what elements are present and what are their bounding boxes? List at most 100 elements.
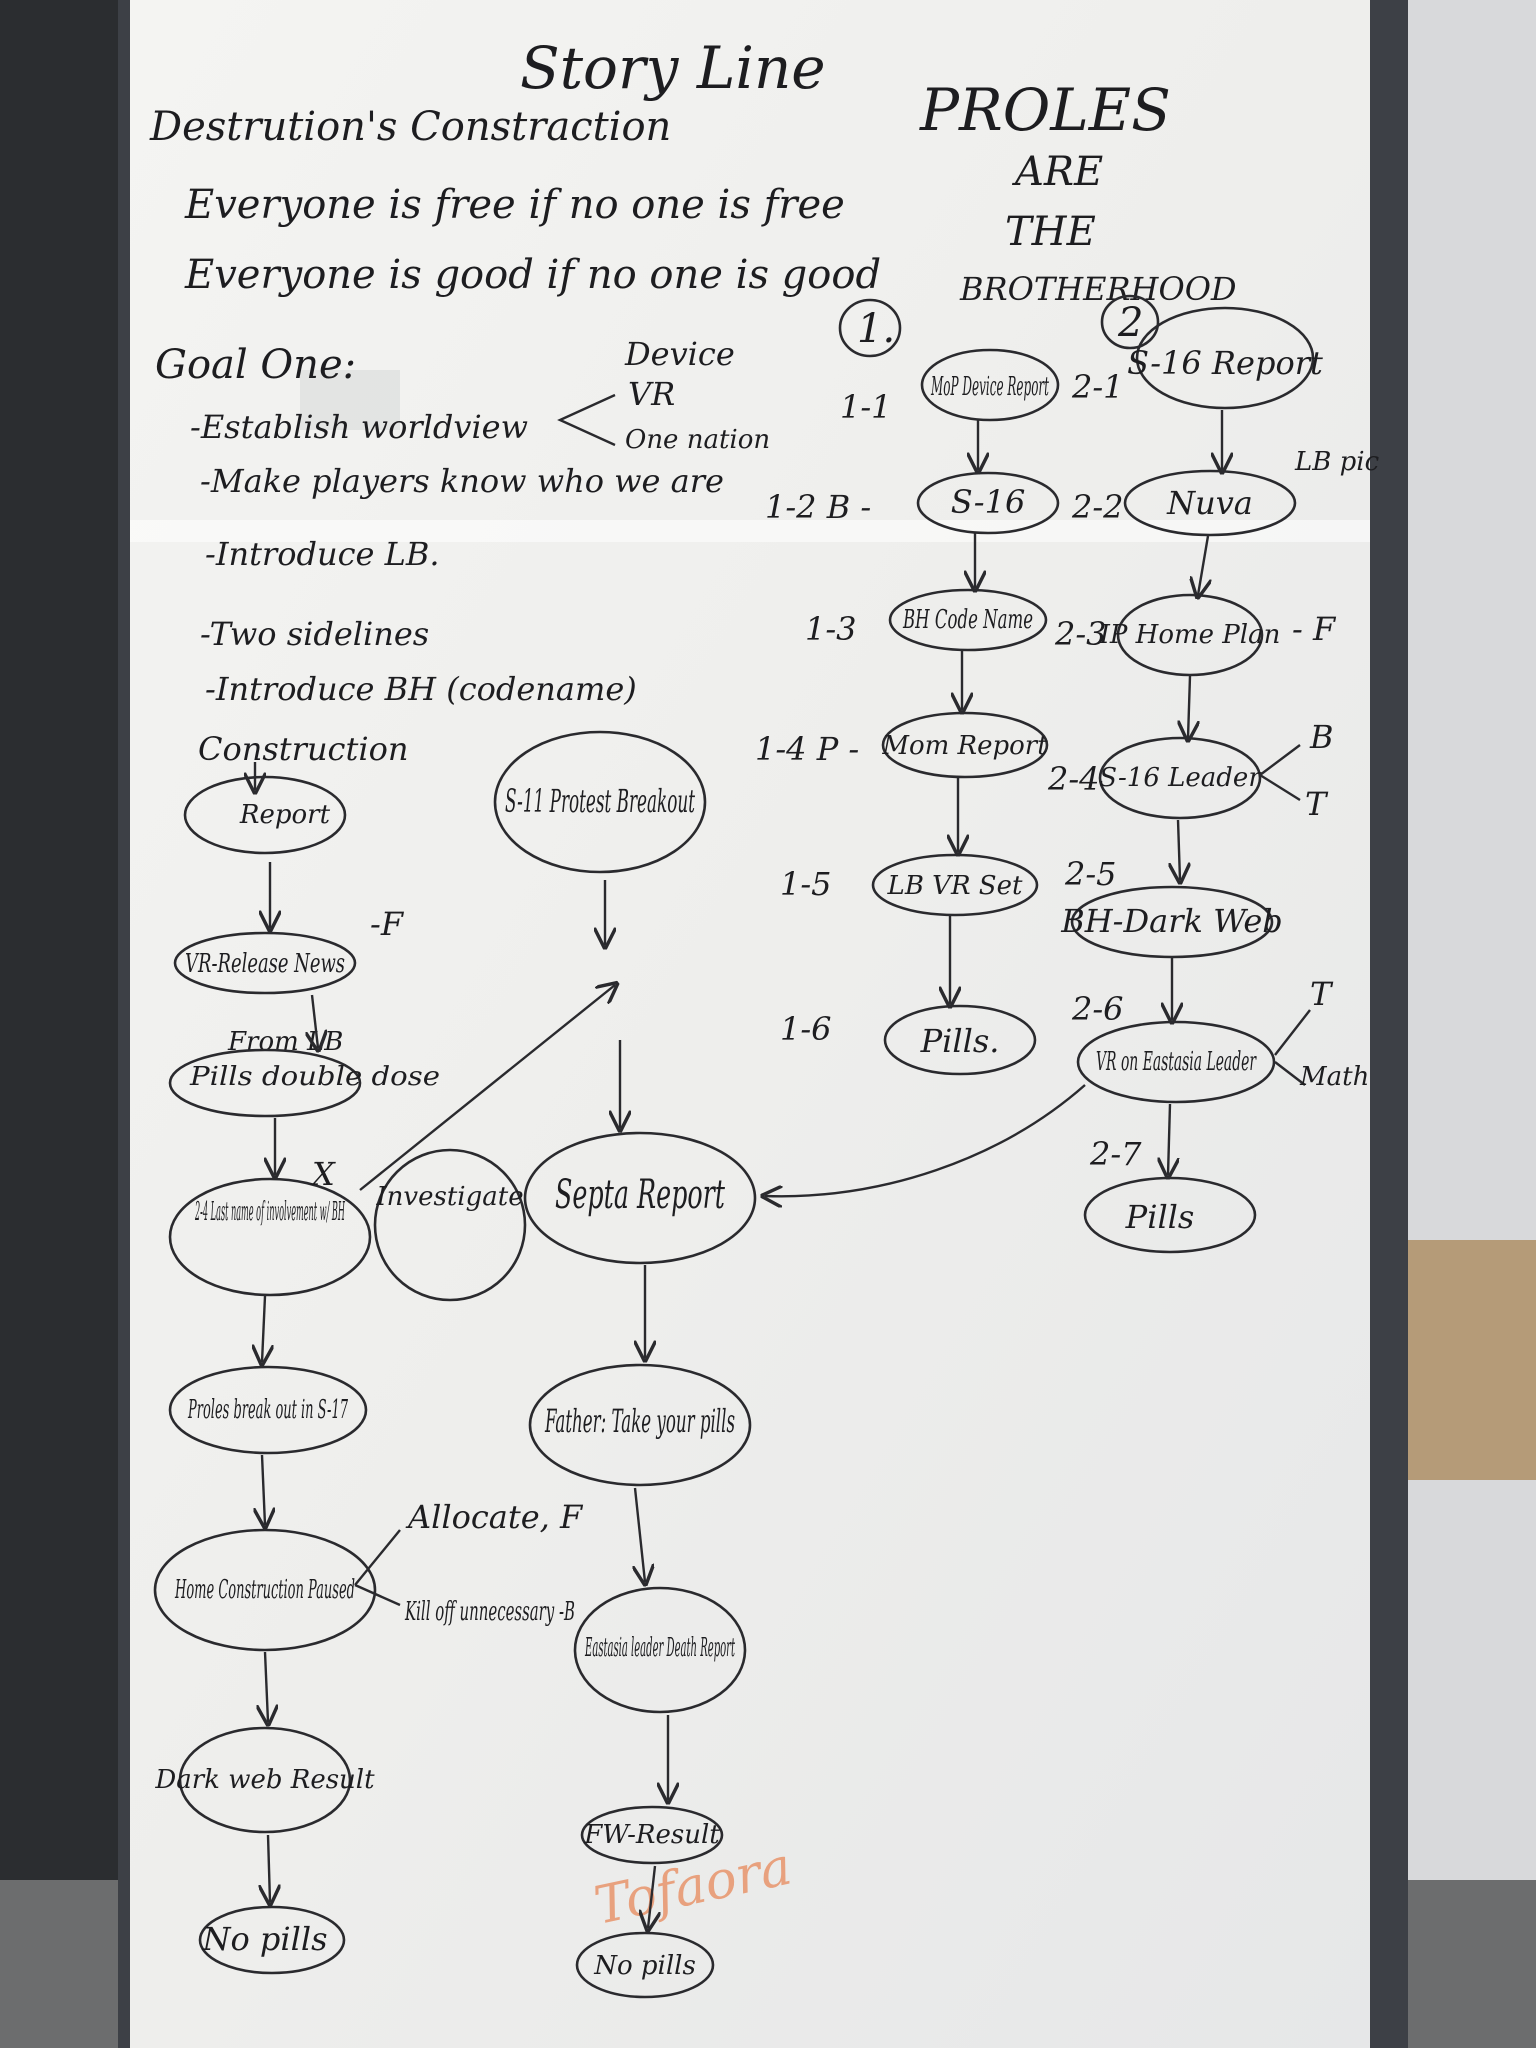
col2-node-6-id: 2-6 <box>1071 990 1124 1028</box>
left-note-kill-off: Kill off unnecessary -B <box>404 1597 575 1627</box>
col1-node-1-text: MoP Device Report <box>931 372 1050 402</box>
left-node-5-text: Proles break out in S-17 <box>187 1395 348 1425</box>
construction-label: Construction <box>198 730 408 768</box>
col1-node-3-text: BH Code Name <box>902 605 1033 635</box>
left-edge <box>268 1834 270 1902</box>
left-node-1 <box>183 775 347 855</box>
theme-line: Destrution's Constraction <box>149 104 671 150</box>
free-line: Everyone is free if no one is free <box>184 182 845 228</box>
col2-node-5 <box>1070 885 1274 959</box>
col1-node-6-text: Pills. <box>920 1022 1000 1060</box>
left-edge <box>312 994 318 1048</box>
col2-node-3-id: 2-3 <box>1054 615 1107 653</box>
col1-node-4-text: Mom Report <box>881 731 1048 761</box>
col2-edge <box>1198 535 1208 595</box>
col2-node-1 <box>1135 306 1315 410</box>
col2-tag-t: T <box>1305 785 1329 823</box>
col2-node-5-text: BH-Dark Web <box>1060 902 1283 940</box>
col2-node-6-branch <box>1274 1009 1311 1086</box>
col1-node-2-text: S-16 <box>951 483 1026 521</box>
col1-node-5-id: 1-5 <box>780 865 832 903</box>
col1-node-4-id: 1-4 P - <box>755 730 859 768</box>
col1-node-1 <box>920 348 1060 422</box>
col2-edge <box>1168 1103 1170 1175</box>
col2-tag-t2: T <box>1310 975 1334 1013</box>
mid-node-1-text: S-11 Protest Breakout <box>505 782 695 820</box>
left-node-8-text: No pills <box>201 1920 327 1958</box>
col2-to-septa-edge <box>765 1084 1086 1196</box>
col1-marker-circle <box>838 298 902 358</box>
col1-flow: MoP Device Report 1-1 S-16 1-2 B - BH Co… <box>755 348 1060 1076</box>
left-edge <box>262 1295 265 1362</box>
worldview-tag-onenation: One nation <box>625 425 770 455</box>
col1-node-2-id: 1-2 B - <box>765 488 871 526</box>
col2-node-4-text: S-16 Leader <box>1099 763 1262 793</box>
col2-tag-lbpic: LB pic <box>1294 447 1380 477</box>
left-node-8 <box>198 1905 346 1975</box>
proles-line-1: PROLES <box>919 76 1171 144</box>
goal-item-1: -Establish worldview <box>190 408 528 446</box>
mid-node-5 <box>573 1586 747 1714</box>
col2-node-4-branch <box>1259 744 1301 802</box>
mid-edge <box>359 985 615 1191</box>
left-node-6 <box>153 1528 377 1652</box>
col2-edge <box>1188 675 1190 738</box>
left-note-from-lb: From LB <box>227 1027 343 1057</box>
worldview-tag-vr: VR <box>628 375 675 413</box>
left-node-7-text: Dark web Result <box>154 1765 375 1795</box>
worldview-tag-device: Device <box>624 335 735 373</box>
mid-node-3-text: Septa Report <box>555 1172 726 1218</box>
col2-edge <box>1178 819 1180 880</box>
left-edge <box>262 1454 265 1525</box>
light-reflection <box>130 520 1370 542</box>
col2-tag-b: B <box>1309 718 1334 756</box>
board-title: Story Line <box>520 34 826 102</box>
col1-node-6-id: 1-6 <box>780 1010 832 1048</box>
col1-node-1-id: 1-1 <box>840 388 892 426</box>
mid-node-2 <box>373 1148 527 1302</box>
col2-flow: S-16 Report 2-1 Nuva 2-2 LB pic IP Home … <box>765 306 1380 1254</box>
col2-node-7-text: Pills <box>1125 1198 1195 1236</box>
left-node-3 <box>168 1048 362 1118</box>
goal-item-4: -Two sidelines <box>200 615 429 653</box>
col2-node-4-id: 2-4 <box>1047 760 1100 798</box>
proles-line-2: ARE <box>1011 149 1103 195</box>
goal-title: Goal One: <box>155 342 356 388</box>
col2-node-1-id: 2-1 <box>1071 368 1124 406</box>
col2-tag-f: - F <box>1292 610 1337 648</box>
col2-node-1-text: S-16 Report <box>1127 344 1323 382</box>
col1-node-5-text: LB VR Set <box>887 871 1023 901</box>
proles-line-3: THE <box>1005 209 1096 255</box>
goal-item-2: -Make players know who we are <box>200 462 724 500</box>
col2-marker: 2 <box>1117 300 1143 346</box>
proles-line-4: BROTHERHOOD <box>959 270 1237 308</box>
left-node-1-text: Report <box>239 800 331 830</box>
mid-edge <box>648 1865 655 1928</box>
col1-marker: 1. <box>857 306 895 352</box>
mid-node-7-text: No pills <box>593 1951 696 1981</box>
cardboard-box <box>1400 1240 1536 1480</box>
mid-node-2-text: Investigate <box>375 1182 523 1212</box>
mid-node-4 <box>528 1363 752 1487</box>
left-note-allocate: Allocate, F <box>405 1498 584 1536</box>
col2-node-5-id: 2-5 <box>1064 855 1117 893</box>
left-node-2-text: VR-Release News <box>185 949 345 979</box>
mid-node-6 <box>580 1805 724 1865</box>
mid-node-6-text: FW-Result <box>583 1820 720 1850</box>
mid-node-3 <box>523 1131 757 1265</box>
col2-tag-math: Math <box>1299 1062 1369 1092</box>
col2-node-2 <box>1123 469 1297 537</box>
col2-marker-circle <box>1100 294 1160 350</box>
left-note-x: X <box>309 1155 336 1193</box>
left-node-6-text: Home Construction Paused <box>174 1575 355 1605</box>
left-node-7 <box>178 1726 352 1834</box>
mid-node-5-text: Eastasia leader Death Report <box>585 1633 736 1663</box>
good-line: Everyone is good if no one is good <box>184 252 881 298</box>
col2-node-2-id: 2-2 <box>1071 488 1124 526</box>
mid-edge <box>635 1487 645 1582</box>
goal-item-5: -Introduce BH (codename) <box>205 670 637 708</box>
mid-node-1 <box>493 730 707 874</box>
vent-reflection <box>300 370 400 430</box>
left-node-5 <box>168 1365 368 1455</box>
